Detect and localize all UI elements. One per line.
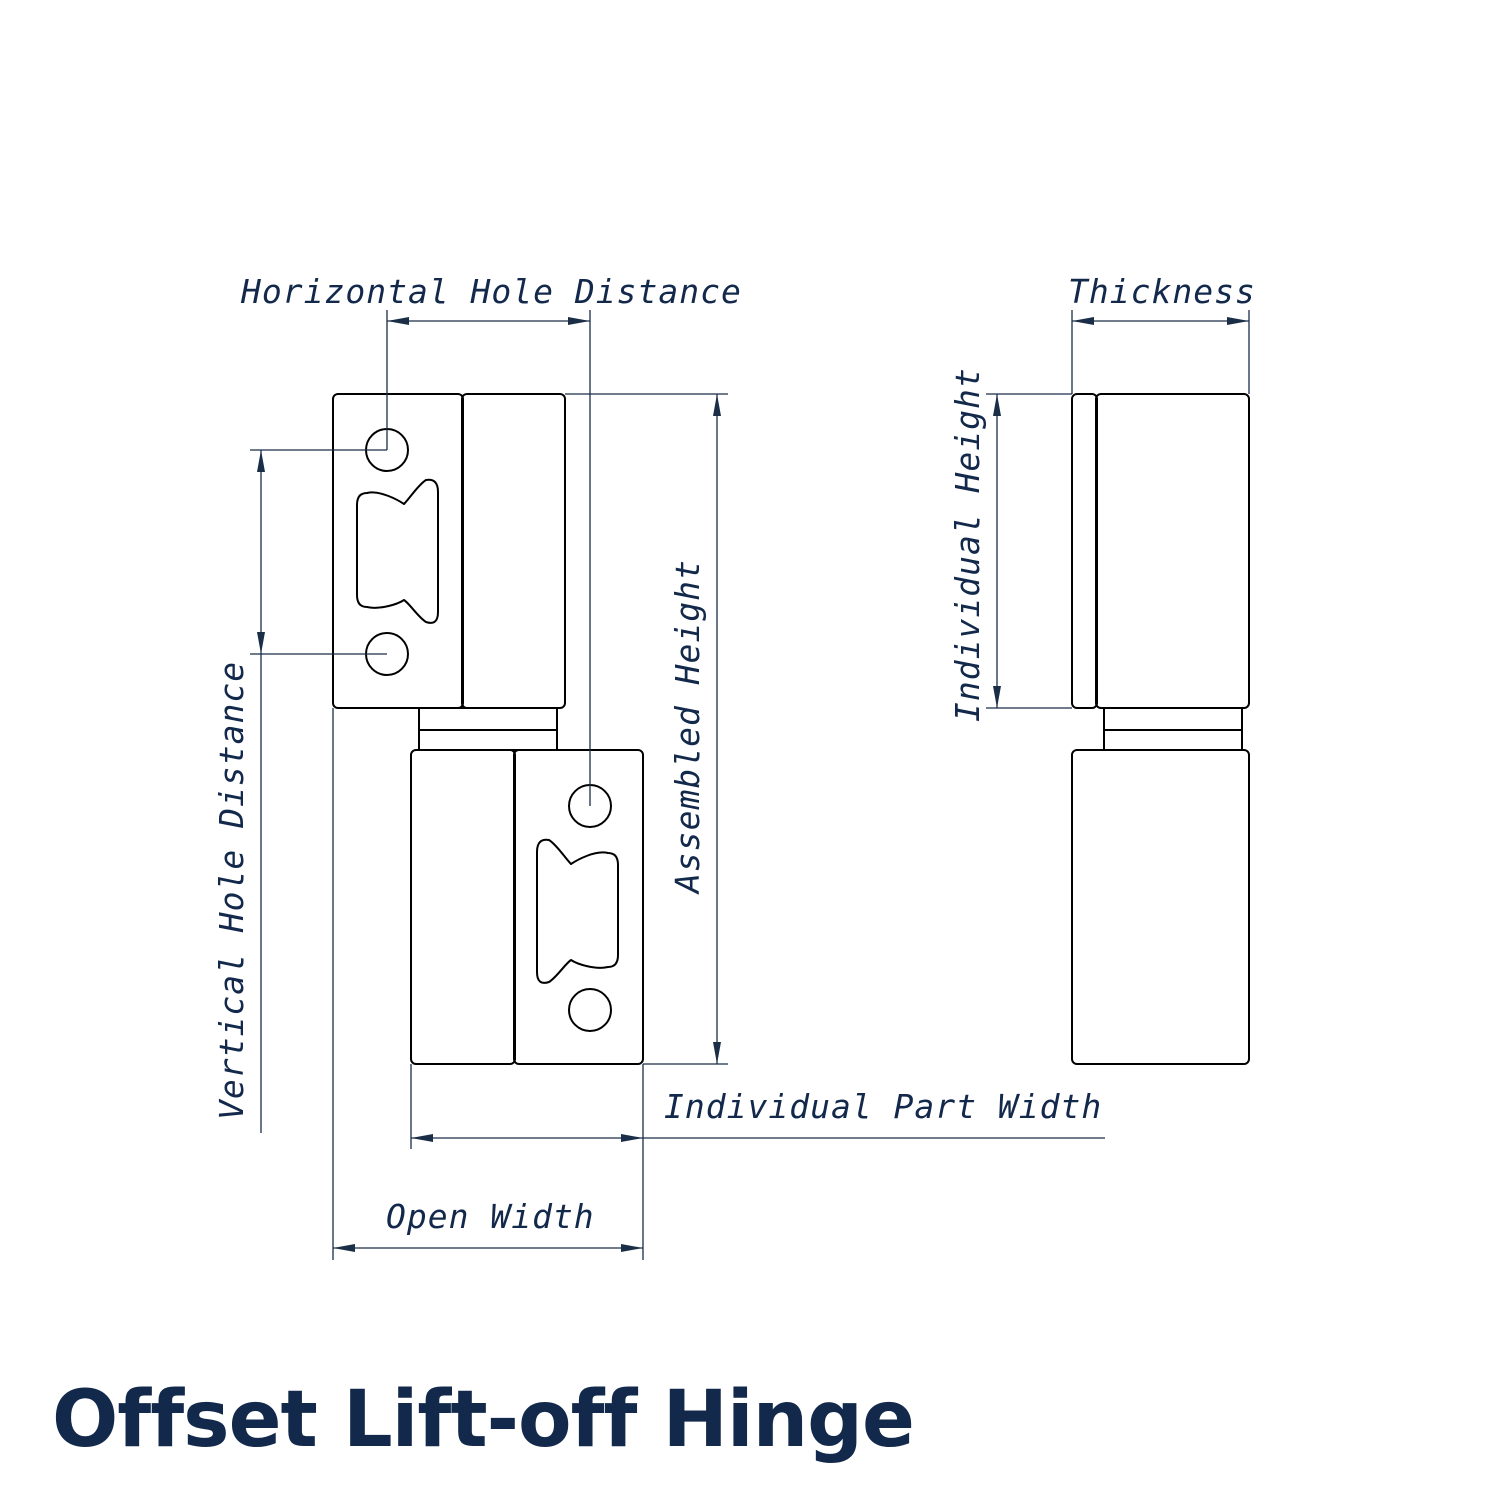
side-lower-leaf: [1071, 749, 1250, 1065]
arrow-right: [621, 1244, 643, 1252]
side-pin-upper: [1103, 707, 1243, 731]
lower-leaf: [410, 749, 644, 1065]
arrow-left: [411, 1134, 433, 1142]
label-individual-part-width: Individual Part Width: [664, 1087, 1102, 1126]
dimension-assembled-height: Assembled Height: [565, 393, 728, 1065]
upper-leaf-slot: [356, 478, 439, 624]
arrow-left: [387, 317, 409, 325]
side-pin-lower: [1103, 729, 1243, 751]
label-individual-height: Individual Height: [948, 367, 987, 722]
upper-leaf-plate: [332, 393, 464, 709]
label-thickness: Thickness: [1068, 272, 1256, 311]
dimension-vertical-hole-distance: Vertical Hole Distance: [212, 449, 387, 1133]
arrow-left: [333, 1244, 355, 1252]
lower-leaf-plate: [513, 749, 644, 1065]
dimension-individual-height: Individual Height: [948, 367, 1072, 722]
label-horizontal-hole-distance: Horizontal Hole Distance: [240, 272, 742, 311]
label-assembled-height: Assembled Height: [668, 559, 707, 895]
dimension-horizontal-hole-distance: Horizontal Hole Distance: [240, 272, 742, 806]
arrow-down: [713, 1042, 721, 1064]
pin-upper-section: [418, 707, 558, 731]
arrow-right: [1227, 317, 1249, 325]
arrow-down: [257, 632, 265, 654]
dimension-thickness: Thickness: [1068, 272, 1256, 394]
lower-leaf-knuckle: [410, 749, 516, 1065]
pin-lower-section: [418, 729, 558, 751]
hinge-pin: [418, 707, 558, 751]
arrow-up: [257, 450, 265, 472]
side-upper-leaf-body: [1095, 393, 1250, 709]
arrow-up: [713, 394, 721, 416]
page-title: Offset Lift-off Hinge: [52, 1375, 915, 1465]
front-view: [332, 393, 644, 1065]
side-view: [1071, 393, 1250, 1065]
dimension-open-width: Open Width: [332, 708, 643, 1260]
lower-leaf-slot: [536, 838, 619, 984]
arrow-down: [993, 686, 1001, 708]
side-upper-leaf-edge: [1071, 393, 1098, 709]
label-vertical-hole-distance: Vertical Hole Distance: [212, 661, 251, 1120]
arrow-right: [568, 317, 590, 325]
dimension-individual-part-width: Individual Part Width: [410, 1064, 1105, 1260]
arrow-right: [621, 1134, 643, 1142]
lower-hole-bottom: [568, 988, 612, 1032]
label-open-width: Open Width: [386, 1197, 595, 1236]
upper-leaf: [332, 393, 566, 709]
upper-leaf-knuckle: [461, 393, 566, 709]
arrow-left: [1072, 317, 1094, 325]
arrow-up: [993, 394, 1001, 416]
